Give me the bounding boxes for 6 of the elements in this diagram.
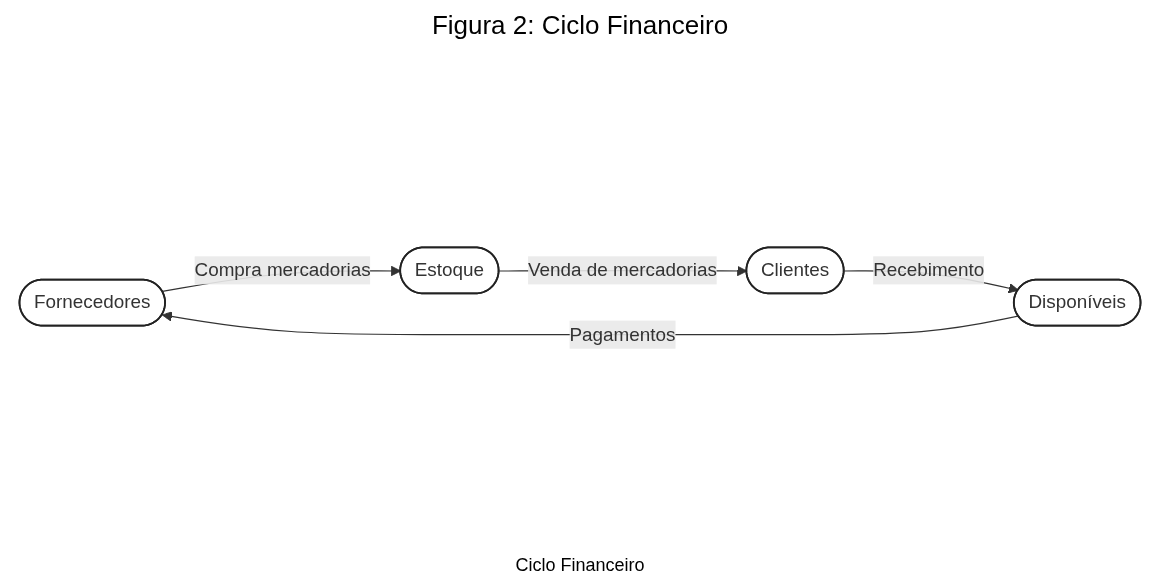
- diagram-title: Figura 2: Ciclo Financeiro: [431, 10, 729, 41]
- edge-label: Pagamentos: [569, 323, 676, 344]
- edge-label: Venda de mercadorias: [528, 259, 717, 280]
- edge-label: Compra mercadorias: [194, 259, 371, 280]
- center-label: Ciclo Financeiro: [515, 555, 645, 576]
- edge-label: Recebimento: [873, 259, 985, 280]
